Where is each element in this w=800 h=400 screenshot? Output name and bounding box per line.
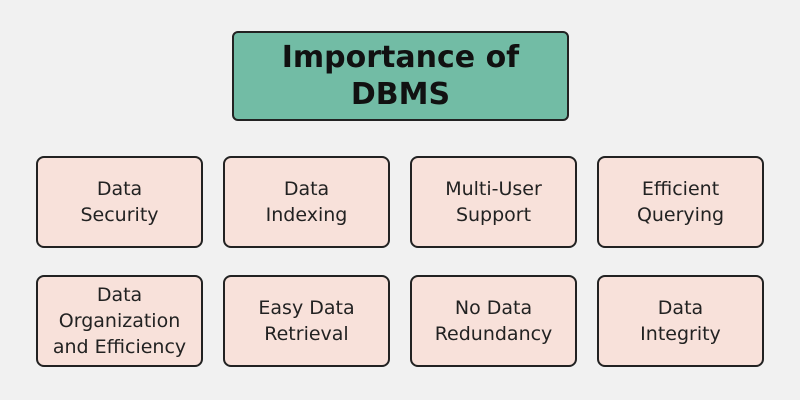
item-label: Data Security — [80, 178, 159, 226]
diagram-title: Importance of DBMS — [281, 40, 520, 112]
item-label: Efficient Querying — [636, 178, 725, 226]
item-label: Easy Data Retrieval — [258, 297, 355, 345]
item-label: Data Indexing — [265, 178, 348, 226]
item-box-no-data-redundancy: No Data Redundancy — [410, 275, 577, 367]
item-label: Data Integrity — [640, 297, 721, 345]
item-label: Multi-User Support — [445, 178, 542, 226]
diagram-title-box: Importance of DBMS — [232, 31, 569, 121]
item-label: No Data Redundancy — [434, 297, 553, 345]
item-box-data-integrity: Data Integrity — [597, 275, 764, 367]
item-label: Data Organization and Efficiency — [52, 284, 187, 358]
item-box-data-indexing: Data Indexing — [223, 156, 390, 248]
item-box-multi-user-support: Multi-User Support — [410, 156, 577, 248]
item-box-data-organization: Data Organization and Efficiency — [36, 275, 203, 367]
item-box-data-security: Data Security — [36, 156, 203, 248]
item-box-efficient-querying: Efficient Querying — [597, 156, 764, 248]
item-box-easy-data-retrieval: Easy Data Retrieval — [223, 275, 390, 367]
